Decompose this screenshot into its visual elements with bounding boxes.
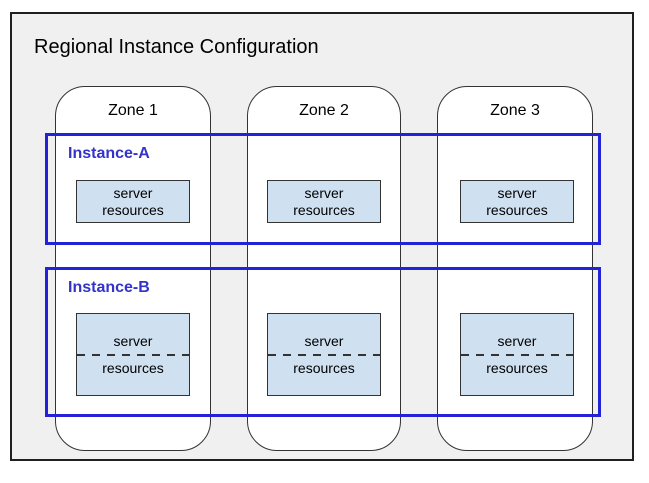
server-box-line2: resources [486,201,548,218]
server-resources-box-b2: server resources [267,313,381,396]
instance-a-box: Instance-A server resources server resou… [45,133,601,245]
server-box-line2: resources [293,359,355,376]
diagram-title: Regional Instance Configuration [34,36,319,58]
instance-b-label: Instance-B [68,279,150,296]
server-resources-box-a1: server resources [76,180,190,223]
server-box-line1: server [497,184,537,201]
server-box-line1: server [113,184,153,201]
instance-b-box: Instance-B server resources server resou… [45,267,601,417]
server-resources-box-a3: server resources [460,180,574,223]
server-box-line2: resources [486,359,548,376]
zone-3-label: Zone 3 [490,102,540,119]
split-dashed-divider [77,353,189,356]
server-box-line1: server [304,332,344,349]
server-box-line2: resources [102,201,164,218]
server-box-line2: resources [102,359,164,376]
zone-2-label: Zone 2 [299,102,349,119]
instance-a-label: Instance-A [68,145,150,162]
region-box: Regional Instance Configuration Zone 1 Z… [10,12,634,461]
zone-1-label: Zone 1 [108,102,158,119]
server-box-line1: server [113,332,153,349]
server-box-line1: server [304,184,344,201]
server-box-line2: resources [293,201,355,218]
server-resources-box-b3: server resources [460,313,574,396]
split-dashed-divider [461,353,573,356]
server-box-line1: server [497,332,537,349]
split-dashed-divider [268,353,380,356]
server-resources-box-a2: server resources [267,180,381,223]
server-resources-box-b1: server resources [76,313,190,396]
